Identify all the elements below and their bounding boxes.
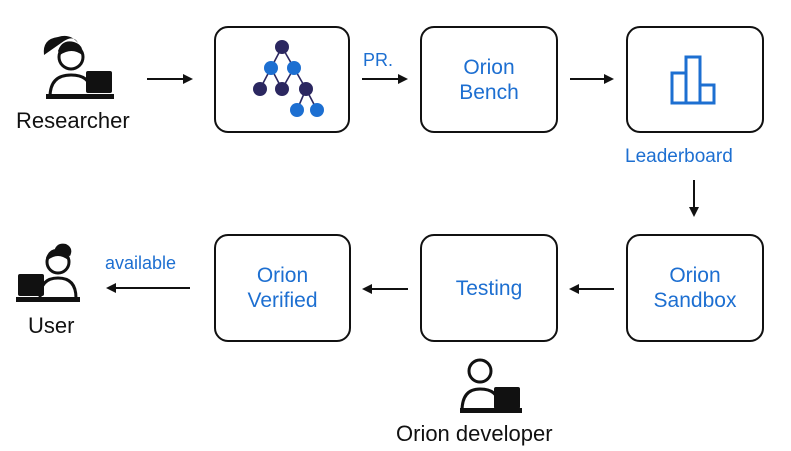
available-label: available <box>105 253 177 273</box>
orion-bench-node[interactable]: Orion Bench <box>420 26 558 133</box>
researcher-icon <box>43 35 114 99</box>
orion-bench-label: Orion Bench <box>459 55 519 104</box>
developer-icon <box>460 358 522 413</box>
leaderboard-label: Leaderboard <box>625 146 733 167</box>
user-icon <box>16 243 80 302</box>
orion-sandbox-node[interactable]: Orion Sandbox <box>626 234 764 342</box>
orion-verified-node[interactable]: Orion Verified <box>214 234 351 342</box>
tree-node[interactable] <box>214 26 350 133</box>
pr-label: PR. <box>363 50 394 70</box>
user-label: User <box>28 313 75 338</box>
orion-sandbox-label: Orion Sandbox <box>653 264 737 312</box>
orion-developer-label: Orion developer <box>396 421 553 446</box>
leaderboard-node[interactable] <box>626 26 764 133</box>
testing-node[interactable]: Testing <box>420 234 558 342</box>
researcher-label: Researcher <box>16 108 130 133</box>
orion-verified-label: Orion Verified <box>247 264 318 312</box>
tree-graph-icon <box>253 39 324 117</box>
bar-chart-icon <box>670 55 716 104</box>
testing-label: Testing <box>455 276 523 300</box>
